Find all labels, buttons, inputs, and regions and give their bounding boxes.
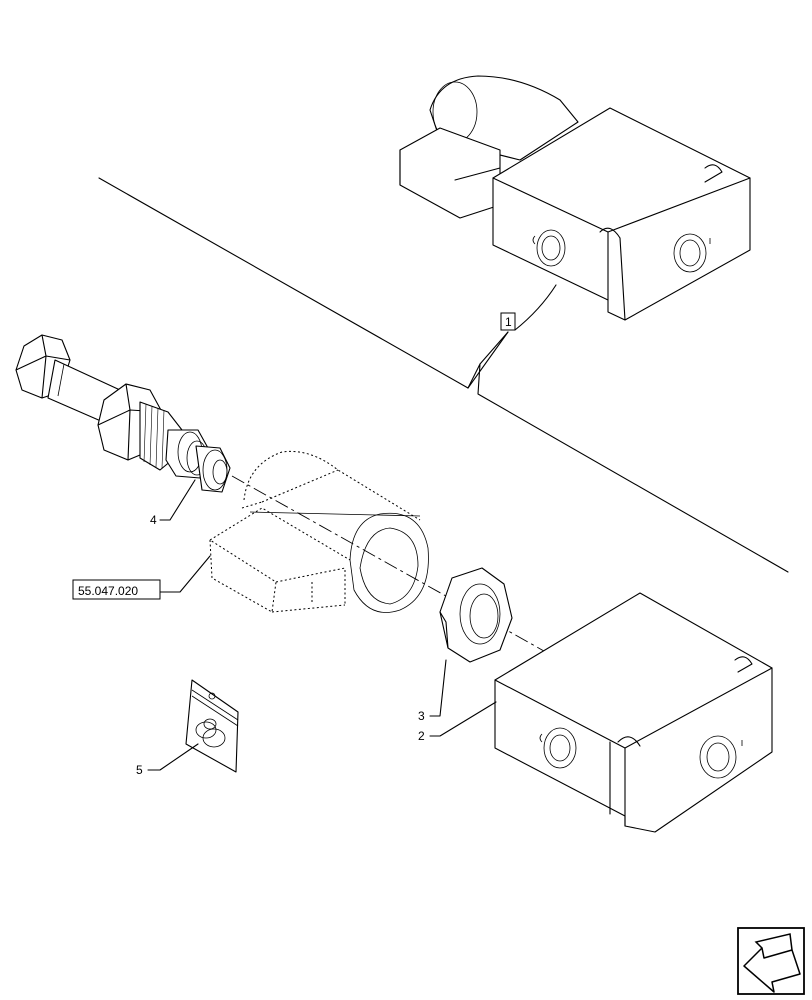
callout-item-1: 1 bbox=[505, 315, 512, 329]
back-arrow-icon[interactable] bbox=[737, 927, 805, 995]
valve-assembly-top bbox=[399, 75, 751, 321]
coil-reference-outline bbox=[209, 450, 429, 613]
valve-block bbox=[494, 592, 773, 833]
callout-item-5: 5 bbox=[136, 763, 143, 777]
callout-item-4: 4 bbox=[150, 513, 157, 527]
assembly-centerline bbox=[231, 475, 561, 661]
callout-item-3: 3 bbox=[418, 709, 425, 723]
callout-item-2: 2 bbox=[418, 729, 425, 743]
cartridge-valve bbox=[15, 334, 231, 493]
callout-reference-55-047-020: 55.047.020 bbox=[78, 584, 138, 598]
seal-kit-bag bbox=[185, 679, 239, 773]
hex-lock-nut bbox=[439, 567, 513, 663]
